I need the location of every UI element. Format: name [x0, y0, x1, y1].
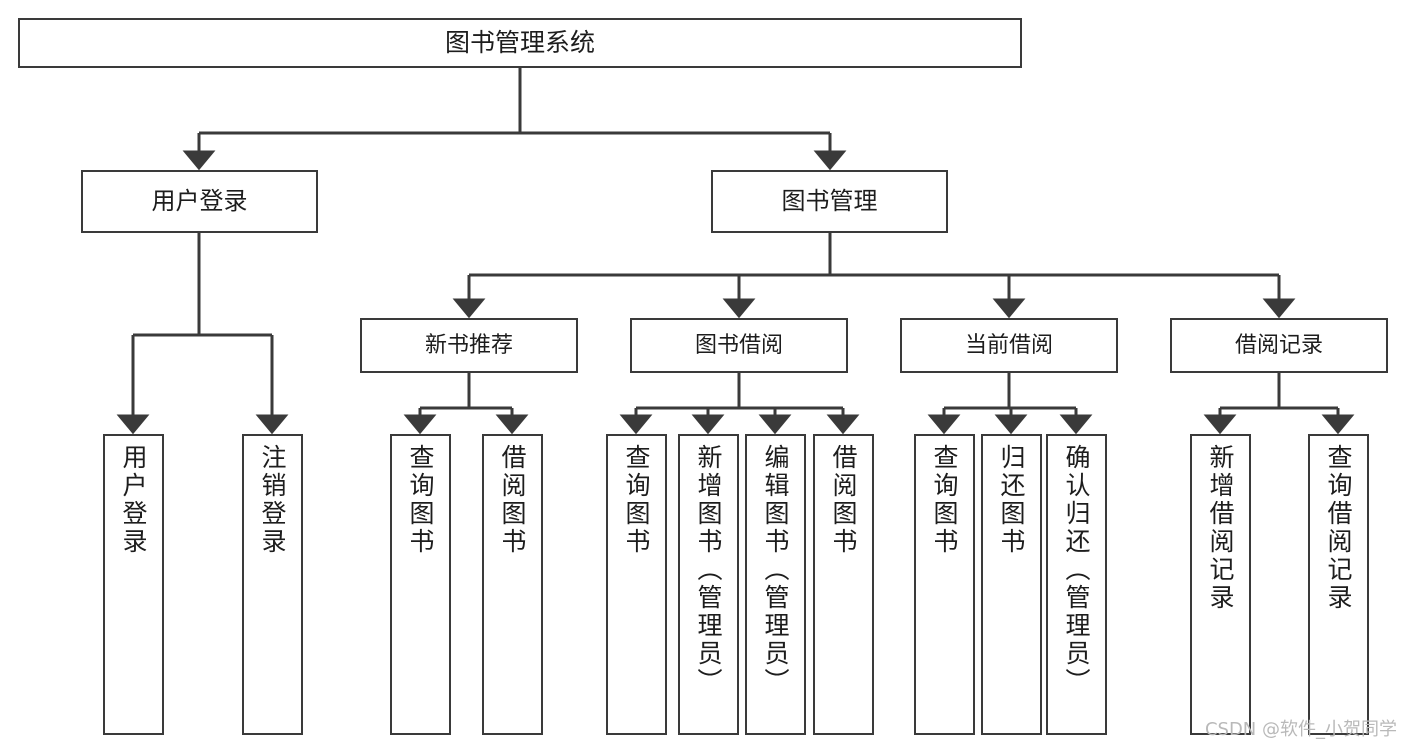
node-user-login[interactable]: 用户登录: [81, 170, 318, 233]
node-borrow-record[interactable]: 借阅记录: [1170, 318, 1388, 373]
node-book-management-label: 图书管理: [781, 187, 878, 216]
leaf-new-book-borrow[interactable]: 借阅图书: [482, 434, 543, 735]
leaf-record-add[interactable]: 新增借阅记录: [1190, 434, 1251, 735]
node-book-borrow[interactable]: 图书借阅: [630, 318, 848, 373]
leaf-borrow-borrow-book-label: 借阅图书: [829, 444, 858, 556]
leaf-user-login-signout-label: 注销登录: [258, 444, 287, 556]
leaf-borrow-add-book-label: 新增图书（管理员）: [694, 444, 723, 696]
leaf-user-login-signin-label: 用户登录: [119, 444, 148, 556]
leaf-borrow-edit-book-label: 编辑图书（管理员）: [761, 444, 790, 696]
leaf-borrow-query-book-label: 查询图书: [622, 444, 651, 556]
leaf-borrow-query-book[interactable]: 查询图书: [606, 434, 667, 735]
node-book-management[interactable]: 图书管理: [711, 170, 948, 233]
leaf-borrow-edit-book[interactable]: 编辑图书（管理员）: [745, 434, 806, 735]
node-root[interactable]: 图书管理系统: [18, 18, 1022, 68]
leaf-record-add-label: 新增借阅记录: [1206, 444, 1235, 612]
leaf-current-return-book[interactable]: 归还图书: [981, 434, 1042, 735]
leaf-current-confirm-return-label: 确认归还（管理员）: [1062, 444, 1091, 696]
node-user-login-label: 用户登录: [151, 187, 248, 216]
leaf-borrow-add-book[interactable]: 新增图书（管理员）: [678, 434, 739, 735]
leaf-current-confirm-return[interactable]: 确认归还（管理员）: [1046, 434, 1107, 735]
node-root-label: 图书管理系统: [444, 28, 595, 58]
leaf-user-login-signout[interactable]: 注销登录: [242, 434, 303, 735]
node-current-borrow-label: 当前借阅: [964, 332, 1053, 358]
node-new-book-recommend-label: 新书推荐: [424, 332, 513, 358]
node-book-borrow-label: 图书借阅: [694, 332, 783, 358]
leaf-borrow-borrow-book[interactable]: 借阅图书: [813, 434, 874, 735]
leaf-current-query-book-label: 查询图书: [930, 444, 959, 556]
node-borrow-record-label: 借阅记录: [1234, 332, 1323, 358]
watermark: CSDN @软件_小贺同学: [1204, 719, 1397, 740]
leaf-user-login-signin[interactable]: 用户登录: [103, 434, 164, 735]
leaf-record-query-label: 查询借阅记录: [1324, 444, 1353, 612]
leaf-new-book-query[interactable]: 查询图书: [390, 434, 451, 735]
leaf-record-query[interactable]: 查询借阅记录: [1308, 434, 1369, 735]
node-current-borrow[interactable]: 当前借阅: [900, 318, 1118, 373]
leaf-new-book-borrow-label: 借阅图书: [498, 444, 527, 556]
leaf-current-return-book-label: 归还图书: [997, 444, 1026, 556]
leaf-new-book-query-label: 查询图书: [406, 444, 435, 556]
node-new-book-recommend[interactable]: 新书推荐: [360, 318, 578, 373]
leaf-current-query-book[interactable]: 查询图书: [914, 434, 975, 735]
